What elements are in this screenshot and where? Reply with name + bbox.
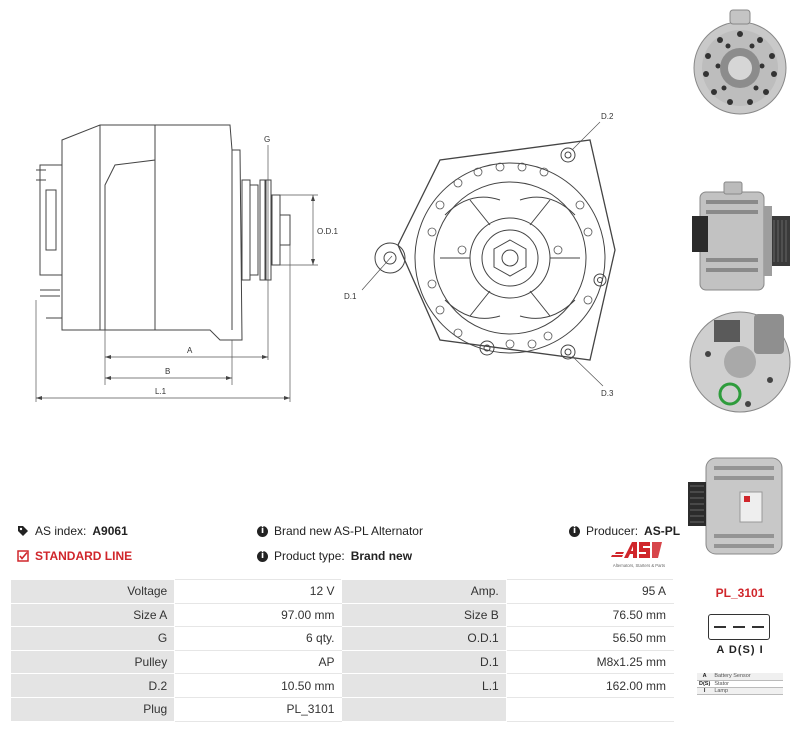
as-index: AS index: A9061 [17, 524, 128, 538]
label-d3: D.3 [601, 389, 614, 398]
product-type-value: Brand new [350, 549, 413, 563]
alternator-dimension-drawing: G O.D.1 A B L.1 D.1 D.2 D.3 [35, 112, 616, 402]
plug-diagram [708, 614, 770, 640]
spec-label [341, 696, 507, 722]
as-index-label: AS index: [35, 524, 87, 538]
info-icon: i [257, 525, 268, 537]
legend-desc: Lamp [712, 687, 783, 695]
technical-drawing: G O.D.1 A B L.1 D.1 D.2 D.3 [35, 112, 616, 402]
spec-value: 6 qty. [174, 626, 343, 651]
legend-key: I [697, 687, 713, 695]
spec-value: 162.00 mm [505, 673, 675, 698]
spec-label: G [9, 626, 176, 651]
label-b: B [165, 367, 170, 376]
logo-caption: Alternators, Starters & Parts [613, 563, 665, 568]
spec-value: 12 V [174, 579, 343, 604]
spec-label: L.1 [341, 673, 507, 698]
product-photo-front[interactable] [684, 4, 796, 122]
description: i Brand new AS-PL Alternator [257, 524, 423, 538]
tag-icon [18, 526, 28, 536]
label-l1: L.1 [155, 387, 167, 396]
spec-label: Plug [9, 696, 176, 722]
standard-line: STANDARD LINE [17, 549, 132, 563]
spec-value: 76.50 mm [505, 602, 675, 628]
spec-value: PL_3101 [174, 696, 343, 722]
spec-value: 97.00 mm [174, 602, 343, 628]
legend-desc: Stator [712, 680, 783, 688]
plug-title: PL_3101 [715, 586, 765, 600]
producer: i Producer: AS-PL [569, 524, 680, 538]
checkbox-checked-icon [17, 550, 29, 562]
producer-value: AS-PL [644, 524, 681, 538]
standard-line-label: STANDARD LINE [35, 549, 133, 563]
product-photo-three-quarter[interactable] [684, 442, 796, 560]
legend-desc: Battery Sensor [712, 673, 783, 681]
label-d1: D.1 [344, 292, 357, 301]
spec-label: D.1 [341, 649, 507, 675]
label-g: G [264, 135, 270, 144]
as-pl-logo[interactable]: Alternators, Starters & Parts [606, 538, 672, 570]
label-a: A [187, 346, 193, 355]
info-icon: i [257, 550, 268, 562]
spec-value: M8x1.25 mm [505, 649, 675, 675]
spec-value: 95 A [505, 579, 675, 604]
as-index-value: A9061 [92, 524, 128, 538]
spec-label: D.2 [9, 673, 176, 698]
spec-label: Pulley [9, 649, 176, 675]
product-type: i Product type: Brand new [257, 549, 412, 563]
spec-value: AP [174, 649, 343, 675]
spec-value [505, 696, 675, 722]
legend-row: D(S)Stator [697, 680, 783, 688]
legend-key: D(S) [697, 680, 713, 688]
producer-label: Producer: [586, 524, 639, 538]
product-photo-side[interactable] [684, 178, 796, 296]
legend-key: A [697, 673, 713, 681]
plug-pins: A D(S) I [716, 644, 764, 656]
label-d2: D.2 [601, 112, 614, 121]
spec-label: Voltage [9, 579, 176, 604]
spec-value: 10.50 mm [174, 673, 343, 698]
product-photo-rear[interactable] [684, 300, 796, 418]
description-text: Brand new AS-PL Alternator [274, 524, 423, 538]
spec-label: Size A [9, 602, 176, 628]
spec-value: 56.50 mm [505, 626, 675, 651]
label-od1: O.D.1 [317, 227, 338, 236]
info-icon: i [569, 525, 580, 537]
product-type-label: Product type: [274, 549, 345, 563]
spec-label: Size B [341, 602, 507, 628]
spec-label: O.D.1 [341, 626, 507, 651]
spec-label: Amp. [341, 579, 507, 604]
